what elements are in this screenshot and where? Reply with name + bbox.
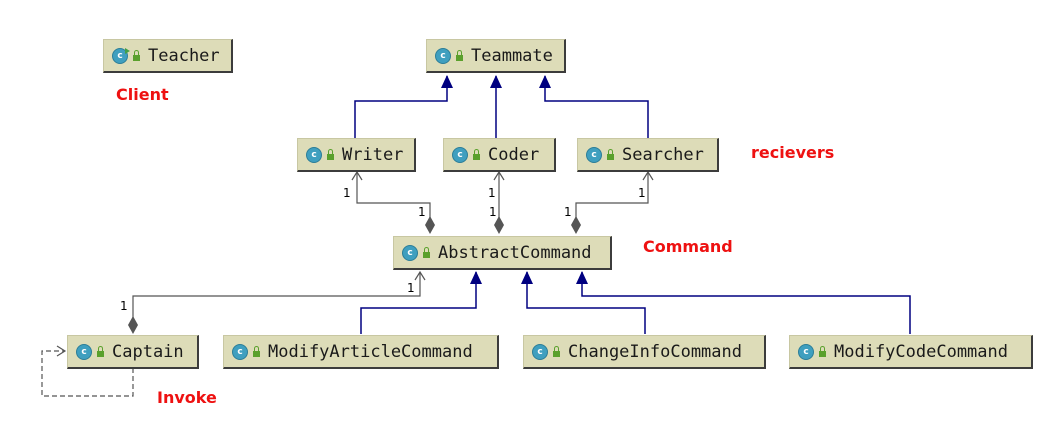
class-abstract-command[interactable]: c AbstractCommand xyxy=(393,236,612,270)
composition-lines xyxy=(132,170,654,318)
composition-diamond xyxy=(128,316,138,334)
composition-command-writer xyxy=(356,172,431,218)
inheritance-arrowhead xyxy=(576,271,588,284)
class-c-icon: c xyxy=(435,47,451,64)
annotation-invoke: Invoke xyxy=(157,388,217,407)
class-c-icon: c xyxy=(76,343,92,360)
multiplicity-label: 1 xyxy=(343,186,351,200)
composition-captain-command xyxy=(132,272,421,318)
class-name: Writer xyxy=(342,144,404,165)
inheritance-arrowhead xyxy=(490,75,502,88)
class-c-icon: c xyxy=(402,244,418,261)
inheritance-modifyarticle-command xyxy=(360,272,477,334)
multiplicity-label: 1 xyxy=(418,205,426,219)
composition-diamond xyxy=(571,216,581,234)
multiplicity-label: 1 xyxy=(488,186,496,200)
multiplicity-label: 1 xyxy=(407,281,415,295)
public-lock-icon xyxy=(456,49,463,61)
public-lock-icon xyxy=(473,148,480,160)
public-lock-icon xyxy=(553,345,560,357)
public-lock-icon xyxy=(253,345,260,357)
class-name: Searcher xyxy=(622,144,704,165)
class-name: Captain xyxy=(112,341,184,362)
class-name: ModifyCodeCommand xyxy=(834,341,1008,362)
class-teacher[interactable]: c Teacher xyxy=(103,39,233,73)
inheritance-arrowhead xyxy=(539,75,551,88)
inheritance-lines-teammate xyxy=(354,76,649,138)
open-arrowhead xyxy=(493,170,505,181)
class-coder[interactable]: c Coder xyxy=(443,138,556,172)
inheritance-arrowhead xyxy=(470,271,482,284)
open-arrowhead xyxy=(642,170,654,181)
class-teammate[interactable]: c Teammate xyxy=(426,39,566,73)
public-lock-icon xyxy=(133,49,140,61)
open-arrowhead xyxy=(414,270,426,281)
class-modify-article-command[interactable]: c ModifyArticleCommand xyxy=(223,335,499,369)
class-searcher[interactable]: c Searcher xyxy=(577,138,719,172)
annotation-command: Command xyxy=(643,237,733,256)
inheritance-searcher-teammate xyxy=(544,76,649,138)
public-lock-icon xyxy=(607,148,614,160)
class-c-icon: c xyxy=(586,146,602,163)
class-writer[interactable]: c Writer xyxy=(297,138,416,172)
inheritance-changeinfo-command xyxy=(526,272,646,334)
public-lock-icon xyxy=(327,148,334,160)
multiplicity-label: 1 xyxy=(564,205,572,219)
multiplicity-label: 1 xyxy=(489,205,497,219)
class-modify-code-command[interactable]: c ModifyCodeCommand xyxy=(789,335,1033,369)
class-name: Teammate xyxy=(471,45,553,66)
class-c-icon: c xyxy=(798,343,814,360)
annotation-receivers: recievers xyxy=(751,143,835,162)
class-c-icon: c xyxy=(452,146,468,163)
public-lock-icon xyxy=(423,246,430,258)
multiplicity-label: 1 xyxy=(120,299,128,313)
class-c-icon: c xyxy=(306,146,322,163)
composition-diamond xyxy=(425,216,435,234)
class-captain[interactable]: c Captain xyxy=(67,335,199,369)
annotation-client: Client xyxy=(116,85,169,104)
class-name: AbstractCommand xyxy=(438,242,592,263)
composition-command-searcher xyxy=(575,172,649,218)
inheritance-modifycode-command xyxy=(581,272,911,334)
composition-diamond xyxy=(494,216,504,234)
public-lock-icon xyxy=(97,345,104,357)
runnable-class-icon: c xyxy=(112,47,130,64)
inheritance-arrowhead xyxy=(521,271,533,284)
class-c-icon: c xyxy=(532,343,548,360)
class-change-info-command[interactable]: c ChangeInfoCommand xyxy=(523,335,766,369)
class-name: ModifyArticleCommand xyxy=(268,341,473,362)
open-arrowhead xyxy=(56,345,67,357)
inheritance-writer-teammate xyxy=(354,76,448,138)
class-name: Teacher xyxy=(148,45,220,66)
open-arrowhead xyxy=(351,170,363,181)
class-name: Coder xyxy=(488,144,540,165)
inheritance-arrowhead xyxy=(441,75,453,88)
self-dependency-captain xyxy=(41,350,134,397)
multiplicity-label: 1 xyxy=(638,186,646,200)
inheritance-lines-command xyxy=(360,272,911,334)
class-name: ChangeInfoCommand xyxy=(568,341,742,362)
class-c-icon: c xyxy=(232,343,248,360)
public-lock-icon xyxy=(819,345,826,357)
